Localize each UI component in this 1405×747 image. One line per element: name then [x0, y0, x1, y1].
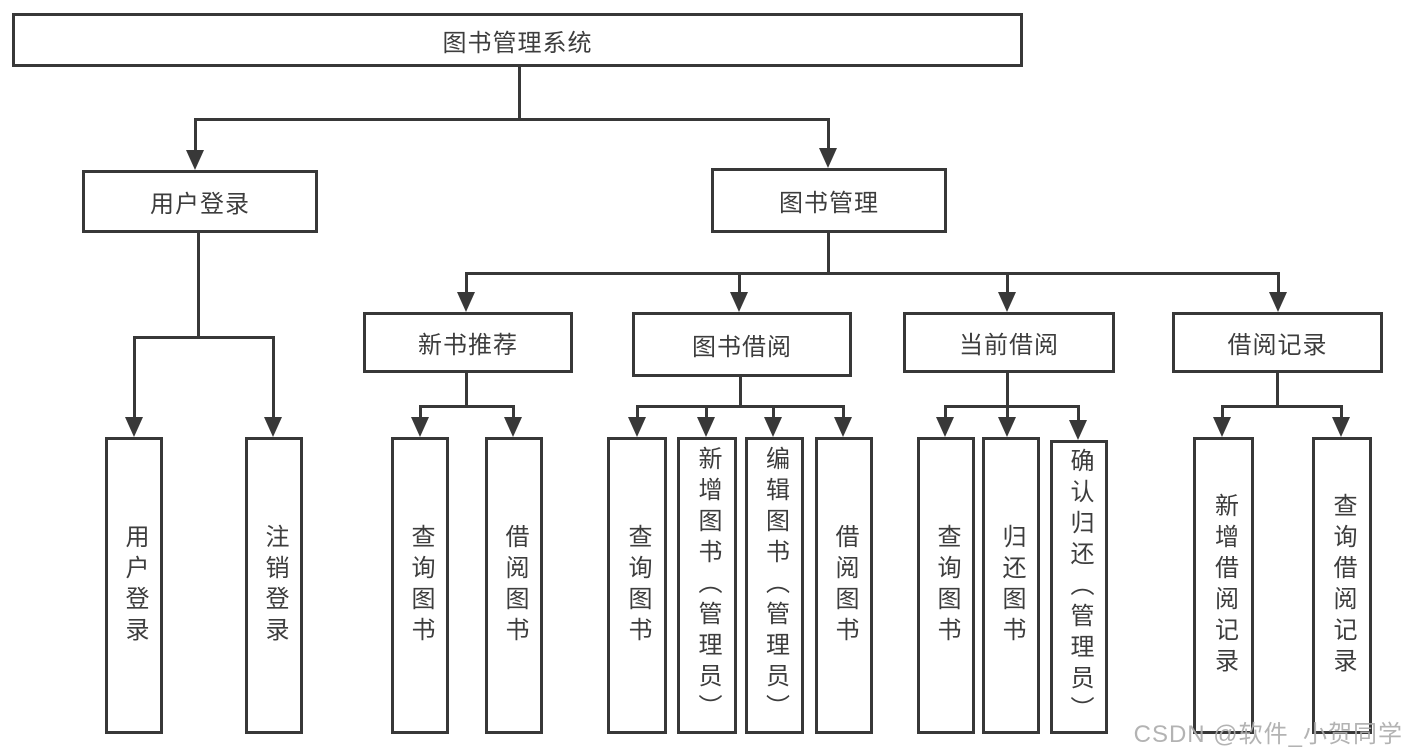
connector-root-stem: [518, 65, 521, 118]
leaf-cb-return-books-label: 归还图书: [998, 523, 1025, 648]
connector-to-user-login: [194, 118, 197, 152]
connector-to-nbr-borrow: [512, 405, 515, 419]
connector-to-leaf-logout: [272, 336, 275, 419]
connector-to-br-add: [1221, 405, 1224, 419]
leaf-bb-borrow-books-label: 借阅图书: [831, 523, 858, 648]
arrowhead-book-borrow: [730, 292, 748, 312]
leaf-br-add-record: 新增借阅记录: [1193, 437, 1254, 734]
node-book-management: 图书管理: [711, 168, 947, 233]
arrowhead-nbr-borrow: [504, 417, 522, 437]
leaf-bb-query-books: 查询图书: [607, 437, 667, 734]
arrowhead-cb-confirm: [1069, 420, 1087, 440]
node-user-login-label: 用户登录: [150, 191, 250, 218]
connector-to-borrow-records: [1277, 272, 1280, 296]
leaf-logout-label: 注销登录: [261, 523, 288, 648]
connector-book-management-stem: [827, 231, 830, 272]
arrowhead-leaf-user-login: [125, 417, 143, 437]
leaf-nbr-borrow-books: 借阅图书: [485, 437, 543, 734]
connector-to-leaf-user-login: [133, 336, 136, 419]
node-borrowing-records: 借阅记录: [1172, 312, 1383, 373]
connector-current-borrow-stem: [1006, 371, 1009, 405]
leaf-cb-query-books-label: 查询图书: [933, 523, 960, 648]
connector-to-book-management: [827, 118, 830, 150]
connector-to-bb-edit: [772, 405, 775, 419]
arrowhead-cb-query: [936, 417, 954, 437]
connector-to-cb-confirm: [1077, 405, 1080, 422]
node-user-login: 用户登录: [82, 170, 318, 233]
node-book-borrowing: 图书借阅: [632, 312, 852, 377]
arrowhead-bb-borrow: [834, 417, 852, 437]
leaf-user-login-label: 用户登录: [121, 523, 148, 648]
node-new-book-recommend-label: 新书推荐: [418, 332, 518, 359]
leaf-nbr-borrow-books-label: 借阅图书: [501, 523, 528, 648]
connector-borrow-records-stem: [1276, 371, 1279, 405]
connector-user-login-branch: [133, 336, 275, 339]
leaf-cb-query-books: 查询图书: [917, 437, 975, 734]
connector-to-bb-query: [636, 405, 639, 419]
arrowhead-nbr-query: [411, 417, 429, 437]
arrowhead-bb-add: [697, 417, 715, 437]
arrowhead-leaf-logout: [264, 417, 282, 437]
leaf-nbr-query-books-label: 查询图书: [407, 523, 434, 648]
leaf-bb-edit-book-admin-label: 编辑图书（管理员）: [761, 446, 789, 725]
connector-to-cb-return: [1006, 405, 1009, 419]
leaf-bb-add-book-admin: 新增图书（管理员）: [677, 437, 737, 734]
connector-new-book-branch: [419, 405, 515, 408]
node-library-system-label: 图书管理系统: [442, 29, 593, 57]
connector-new-book-stem: [465, 371, 468, 405]
leaf-cb-confirm-return-admin: 确认归还（管理员）: [1050, 440, 1108, 734]
connector-borrow-records-branch: [1221, 405, 1343, 408]
leaf-cb-confirm-return-admin-label: 确认归还（管理员）: [1066, 447, 1093, 727]
node-library-system: 图书管理系统: [12, 13, 1023, 67]
connector-to-br-query: [1340, 405, 1343, 419]
node-current-borrowing: 当前借阅: [903, 312, 1115, 373]
connector-level2-branch: [465, 272, 1280, 275]
node-book-borrowing-label: 图书借阅: [692, 334, 792, 361]
connector-to-bb-borrow: [842, 405, 845, 419]
connector-to-cb-query: [944, 405, 947, 419]
node-borrowing-records-label: 借阅记录: [1227, 332, 1328, 359]
csdn-watermark: CSDN @软件_小贺同学: [1133, 721, 1403, 747]
connector-user-login-stem: [197, 231, 200, 336]
arrowhead-cb-return: [998, 417, 1016, 437]
arrowhead-bb-edit: [764, 417, 782, 437]
arrowhead-user-login: [186, 150, 204, 170]
node-current-borrowing-label: 当前借阅: [959, 332, 1059, 359]
leaf-nbr-query-books: 查询图书: [391, 437, 449, 734]
leaf-user-login: 用户登录: [105, 437, 163, 734]
arrowhead-current-borrow: [998, 292, 1016, 312]
connector-to-bb-add: [705, 405, 708, 419]
leaf-logout: 注销登录: [245, 437, 303, 734]
arrowhead-br-query: [1332, 417, 1350, 437]
node-new-book-recommend: 新书推荐: [363, 312, 573, 373]
arrowhead-br-add: [1213, 417, 1231, 437]
connector-book-borrow-stem: [739, 375, 742, 405]
connector-to-book-borrow: [738, 272, 741, 296]
leaf-cb-return-books: 归还图书: [982, 437, 1040, 734]
connector-to-new-book: [465, 272, 468, 296]
connector-level1-branch: [194, 118, 830, 121]
leaf-bb-edit-book-admin: 编辑图书（管理员）: [745, 437, 804, 734]
arrowhead-book-management: [819, 148, 837, 168]
leaf-bb-add-book-admin-label: 新增图书（管理员）: [694, 446, 721, 725]
connector-current-borrow-branch: [944, 405, 1080, 408]
arrowhead-bb-query: [628, 417, 646, 437]
leaf-br-query-record-label: 查询借阅记录: [1329, 492, 1356, 679]
leaf-bb-borrow-books: 借阅图书: [815, 437, 873, 734]
node-book-management-label: 图书管理: [779, 190, 879, 217]
connector-to-current-borrow: [1006, 272, 1009, 296]
connector-book-borrow-branch: [636, 405, 845, 408]
leaf-br-add-record-label: 新增借阅记录: [1210, 492, 1238, 679]
leaf-bb-query-books-label: 查询图书: [624, 523, 651, 648]
connector-to-nbr-query: [419, 405, 422, 419]
leaf-br-query-record: 查询借阅记录: [1312, 437, 1372, 734]
arrowhead-new-book: [457, 292, 475, 312]
arrowhead-borrow-records: [1269, 292, 1287, 312]
